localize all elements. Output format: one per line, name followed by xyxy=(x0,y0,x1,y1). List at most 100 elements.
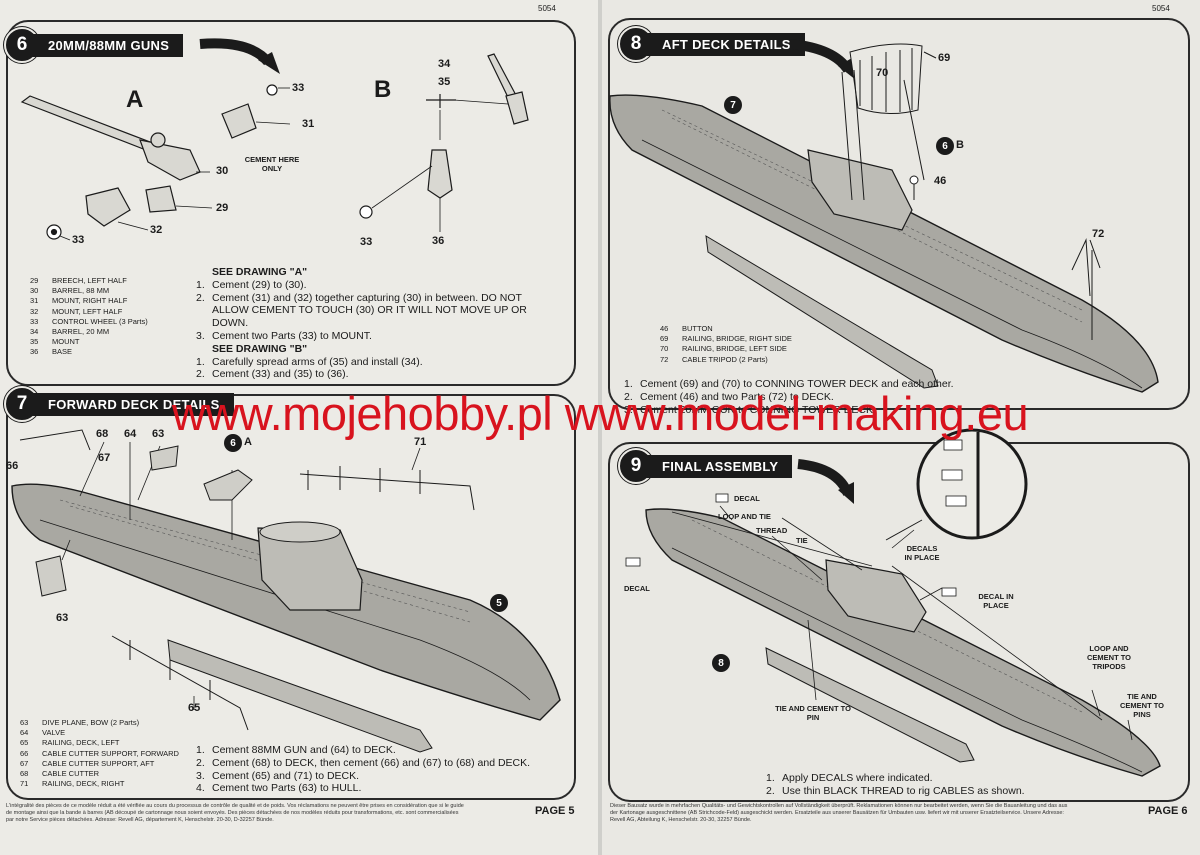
see-drawing-b: SEE DRAWING "B" xyxy=(212,342,308,355)
gun-on-deck xyxy=(203,469,253,501)
drawing-a-label: A xyxy=(126,86,144,113)
instruction: 1.Cement 88MM GUN and (64) to DECK. xyxy=(196,744,396,756)
callout-68: 68 xyxy=(96,428,109,440)
callout-65: 65 xyxy=(188,702,201,714)
instruction: 1.Cement (69) and (70) to CONNING TOWER … xyxy=(624,378,954,390)
callout-30: 30 xyxy=(216,165,229,177)
callout-36: 36 xyxy=(432,235,445,247)
instruction: 3.Cement two Parts (33) to MOUNT. xyxy=(196,329,372,342)
catalog-number: 5054 xyxy=(538,4,556,13)
page-number-5: PAGE 5 xyxy=(535,805,575,817)
ref-step-6-suffix: B xyxy=(956,139,964,151)
callout-33b: 33 xyxy=(72,234,85,246)
step-8-title: AFT DECK DETAILS xyxy=(646,32,805,56)
dive-plane-part xyxy=(35,555,67,597)
ref-step-5: 5 xyxy=(490,594,508,612)
ref-step-6: 6 xyxy=(936,137,954,155)
callout-66: 66 xyxy=(6,460,19,472)
callout-72: 72 xyxy=(1092,228,1105,240)
instruction: 2.Cement (33) and (35) to (36). xyxy=(196,368,349,381)
submarine-hull-aft xyxy=(609,94,1159,393)
callout-64: 64 xyxy=(124,428,137,440)
step-6-illustration xyxy=(20,38,529,241)
arrow-head-icon xyxy=(258,52,280,74)
instruction: 2.Use thin BLACK THREAD to rig CABLES as… xyxy=(766,784,1025,797)
instruction: 3.Cement (65) and (71) to DECK. xyxy=(196,769,360,782)
page-6-footer: Dieser Bausatz wurde in mehrfachen Quali… xyxy=(610,803,1068,823)
tie-label: TIE xyxy=(796,536,808,545)
instruction: 1.Cement (29) to (30). xyxy=(196,278,307,291)
step-7-illustration xyxy=(11,429,561,753)
ref-step-6: 6 xyxy=(224,434,242,452)
page-number-6: PAGE 6 xyxy=(1148,805,1188,817)
tie-cement-pin-label: TIE AND CEMENT TO PIN xyxy=(775,704,851,722)
rigging-cables xyxy=(671,505,1133,741)
bridge-railings xyxy=(841,43,1101,340)
callout-29: 29 xyxy=(216,202,229,214)
loop-cement-tripods-label: LOOP AND CEMENT TO TRIPODS xyxy=(1086,644,1132,671)
step-6-instructions: SEE DRAWING "A" 1.Cement (29) to (30). 2… xyxy=(196,266,552,381)
page-5: 5054 6 20MM/88MM GUNS xyxy=(0,0,598,855)
ref-step-6-suffix: A xyxy=(244,436,252,448)
loop-and-tie-label: LOOP AND TIE xyxy=(718,512,771,521)
keel xyxy=(765,647,975,763)
step-7-instructions: 1.Cement 88MM GUN and (64) to DECK. 2.Ce… xyxy=(196,744,556,795)
catalog-number: 5054 xyxy=(1152,4,1170,13)
step-7-header: 7 FORWARD DECK DETAILS xyxy=(4,386,234,422)
decals-in-place-label: DECALS IN PLACE xyxy=(904,544,940,562)
see-drawing-a: SEE DRAWING "A" xyxy=(212,266,308,278)
callout-69: 69 xyxy=(938,52,951,64)
conning-tower xyxy=(257,527,363,611)
step-9-header: 9 FINAL ASSEMBLY xyxy=(618,448,793,484)
watermark-text: www.mojehobby.pl www.model-making.eu xyxy=(171,387,1029,440)
step-7-title: FORWARD DECK DETAILS xyxy=(32,392,234,416)
callout-46: 46 xyxy=(934,175,947,187)
ref-step-7: 7 xyxy=(724,96,742,114)
page-5-footer: L'intégralité des pièces de ce modèle ré… xyxy=(6,803,464,823)
step-6-frame xyxy=(6,20,576,386)
callout-32: 32 xyxy=(150,224,163,236)
instruction: 2.Cement (46) and two Parts (72) to DECK… xyxy=(624,390,834,403)
step-8-instructions: 1.Cement (69) and (70) to CONNING TOWER … xyxy=(624,378,1004,416)
callout-63b: 63 xyxy=(56,612,69,624)
decal-label-left: DECAL xyxy=(624,584,650,593)
callout-70: 70 xyxy=(876,67,889,79)
step-8-illustration xyxy=(609,39,1159,393)
flag-decal-icon xyxy=(941,587,957,597)
instruction: 1.Apply DECALS where indicated. xyxy=(766,772,933,784)
decal-label-top: DECAL xyxy=(734,494,760,503)
callout-67: 67 xyxy=(98,452,111,464)
submarine-complete xyxy=(645,508,1161,777)
step-6-title: 20MM/88MM GUNS xyxy=(32,33,184,57)
decal-icon xyxy=(625,557,641,567)
step-8-frame xyxy=(608,18,1190,410)
callout-33c: 33 xyxy=(360,236,373,248)
instruction: 1.Carefully spread arms of (35) and inst… xyxy=(196,355,423,368)
tie-cement-pins-label: TIE AND CEMENT TO PINS xyxy=(1119,692,1165,719)
ref-step-8: 8 xyxy=(712,654,730,672)
callout-33: 33 xyxy=(292,82,305,94)
decal-in-place-label: DECAL IN PLACE xyxy=(978,592,1014,610)
thread-label: THREAD xyxy=(756,526,788,535)
callout-34: 34 xyxy=(438,58,451,70)
keel xyxy=(705,235,939,389)
step-9-title: FINAL ASSEMBLY xyxy=(646,454,793,478)
